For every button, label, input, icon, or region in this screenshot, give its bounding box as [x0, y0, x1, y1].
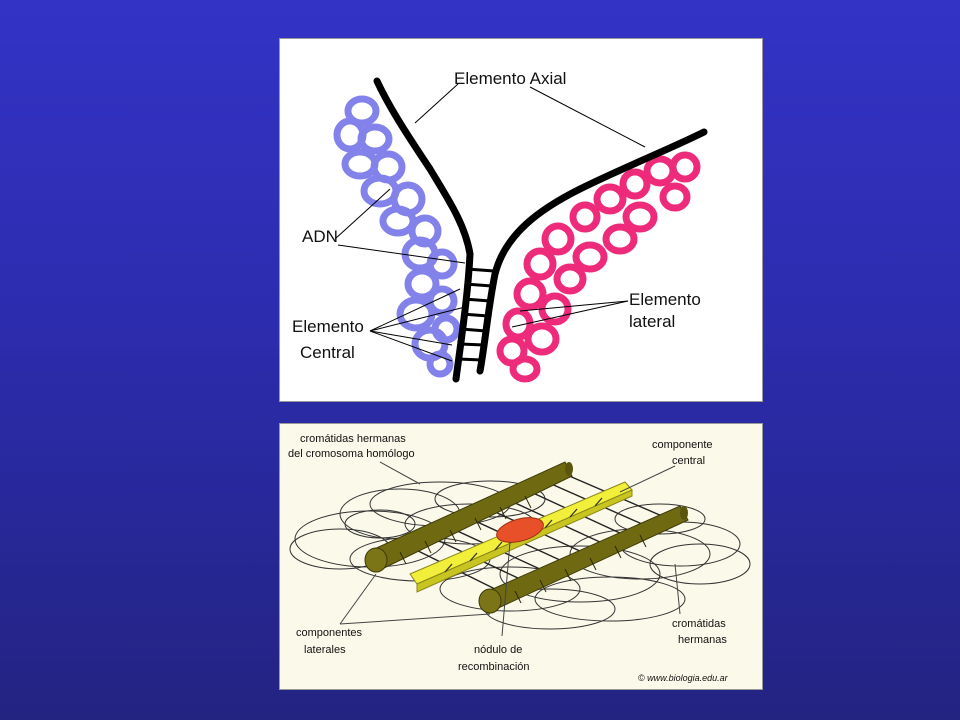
central-element-rungs [457, 267, 495, 362]
lateral-element-label-line1: Elemento [629, 290, 701, 309]
sisters-label-line2: hermanas [678, 634, 727, 646]
rod-hatching [399, 495, 647, 604]
left-chromatin-loops [333, 95, 461, 378]
central-element-label-line1: Elemento [292, 317, 364, 336]
central-component-label-line2: central [672, 455, 705, 467]
leader-lines [334, 83, 646, 362]
right-chromatin-loops [496, 151, 701, 383]
homolog-sisters-label-line2: del cromosoma homólogo [288, 448, 415, 460]
lateral-components-label-line1: componentes [296, 627, 363, 639]
right-axial-element [476, 128, 708, 375]
homolog-sisters-label-line1: cromátidas hermanas [300, 433, 406, 445]
central-component-side [416, 489, 633, 593]
sisters-label-line1: cromátidas [672, 618, 726, 630]
synaptonemal-3d-diagram: cromátidas hermanas del cromosoma homólo… [288, 433, 751, 683]
synaptonemal-diagram: Elemento Axial ADN Elemento lateral Elem… [292, 69, 708, 383]
back-lateral-rod [364, 461, 573, 573]
synaptonemal-3d-panel: cromátidas hermanas del cromosoma homólo… [279, 423, 763, 690]
left-axial-element [373, 77, 474, 383]
axial-elements [373, 77, 708, 383]
source-credit: © www.biologia.edu.ar [638, 673, 729, 683]
nodule-label-line2: recombinación [458, 661, 530, 673]
chromatin-loops [289, 480, 751, 630]
central-element-label-line2: Central [300, 343, 355, 362]
central-bar-ticks [444, 497, 603, 573]
front-lateral-rod [478, 505, 689, 614]
leader-lines-3d [339, 461, 681, 637]
axial-element-label: Elemento Axial [454, 69, 566, 88]
nodule-label-line1: nódulo de [474, 644, 522, 656]
synaptonemal-diagram-panel: Elemento Axial ADN Elemento lateral Elem… [279, 38, 763, 402]
lateral-element-label-line2: lateral [629, 312, 675, 331]
recombination-nodule [496, 517, 544, 543]
dna-label: ADN [302, 227, 338, 246]
lateral-components-label-line2: laterales [304, 644, 346, 656]
central-component-label-line1: componente [652, 439, 713, 451]
